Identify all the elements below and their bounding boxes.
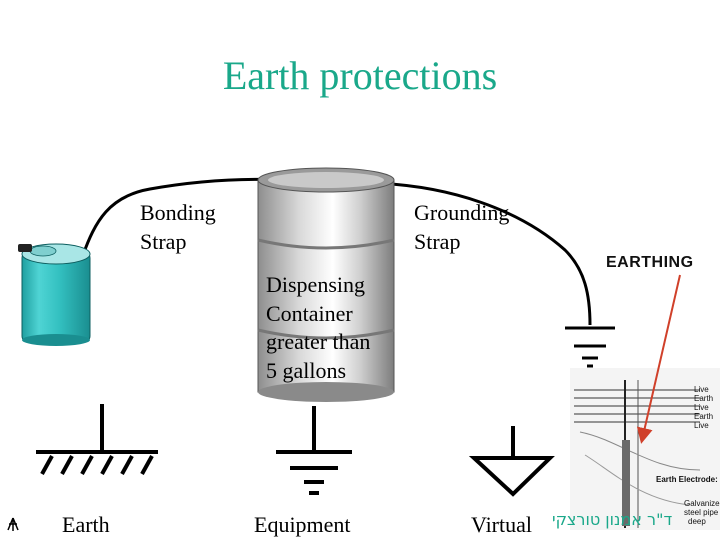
photo-wire-label: Earth [694, 394, 714, 403]
earthing-arrow [636, 274, 681, 444]
page-title: Earth protections [222, 53, 498, 98]
bonding-strap-label-line2: Strap [140, 229, 187, 254]
earth-label: Earth [62, 512, 110, 537]
equipment-label: Equipment [254, 512, 351, 537]
grounding-strap-label-line1: Grounding [414, 200, 510, 225]
container-label-line3: greater than [266, 329, 371, 354]
photo-wire-label: Live [694, 385, 709, 394]
container-label-line4: 5 gallons [266, 358, 347, 383]
earth-ground-symbol [36, 404, 158, 475]
earthing-heading: EARTHING [606, 254, 694, 271]
photo-wire-label: Earth [694, 412, 714, 421]
container-label-line1: Dispensing [266, 272, 365, 297]
logo-icon [7, 517, 19, 531]
virtual-ground-symbol [468, 426, 555, 497]
photo-electrode-note: steel pipe [684, 508, 719, 517]
grounding-strap-wire [369, 181, 592, 326]
dispensing-drum-icon [257, 167, 395, 402]
safety-can-icon [18, 243, 91, 346]
strap-ground-terminal [565, 326, 615, 368]
photo-wire-label: Live [694, 421, 709, 430]
author-credit: ד"ר אמנון טורצקי [552, 510, 673, 529]
grounding-strap-label-line2: Strap [414, 229, 461, 254]
earthing-photo [570, 368, 720, 530]
equipment-ground-symbol [276, 406, 352, 495]
photo-electrode-note: Galvanized [684, 499, 720, 508]
photo-wire-label: Live [694, 403, 709, 412]
container-label-line2: Container [266, 301, 353, 326]
bonding-strap-label-line1: Bonding [140, 200, 216, 225]
photo-electrode-label: Earth Electrode: [656, 475, 718, 484]
bonding-strap-wire [80, 177, 291, 259]
photo-electrode-note: deep [688, 517, 706, 526]
virtual-label: Virtual [471, 512, 532, 537]
